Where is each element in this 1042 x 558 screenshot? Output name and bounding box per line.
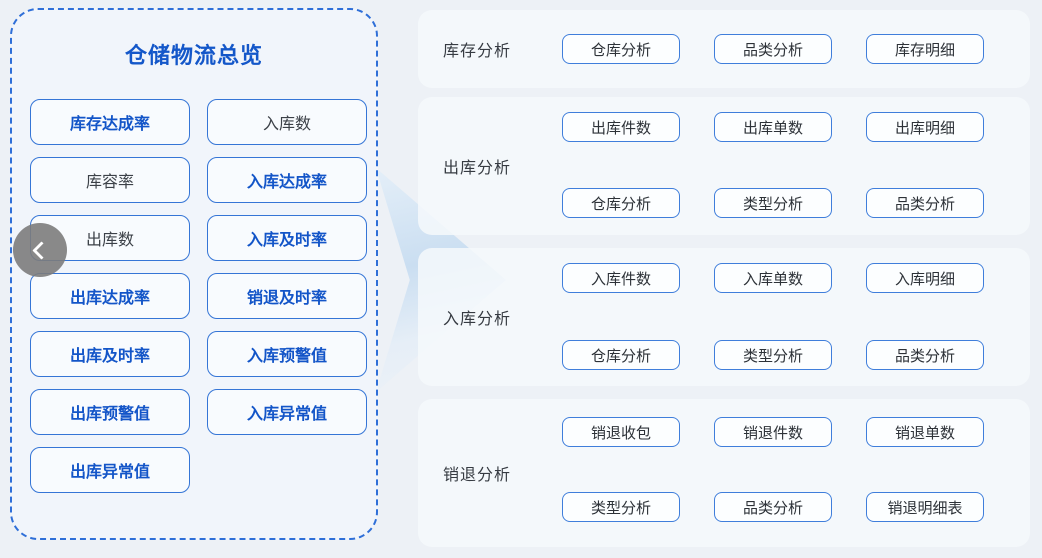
analysis-chip[interactable]: 入库明细 [866,263,984,293]
analysis-chip[interactable]: 销退收包 [562,417,680,447]
analysis-chip[interactable]: 类型分析 [562,492,680,522]
metric-chip[interactable]: 库容率 [30,157,190,203]
section-label: 库存分析 [443,43,512,60]
metric-chip[interactable]: 入库达成率 [207,157,367,203]
analysis-chip[interactable]: 类型分析 [714,340,832,370]
chevron-left-icon [31,240,51,260]
metric-chip[interactable]: 入库异常值 [207,389,367,435]
analysis-button-row: 仓库分析 类型分析 品类分析 [562,340,984,370]
overview-panel: 仓储物流总览 库存达成率 库容率 出库数 出库达成率 出库及时率 出库预警值 出… [10,8,378,540]
analysis-button-row: 仓库分析 类型分析 品类分析 [562,188,984,218]
metric-chip[interactable]: 入库及时率 [207,215,367,261]
analysis-chip[interactable]: 仓库分析 [562,34,680,64]
back-button[interactable] [13,223,67,277]
metric-chip[interactable]: 入库预警值 [207,331,367,377]
metric-column-left: 库存达成率 库容率 出库数 出库达成率 出库及时率 出库预警值 出库异常值 [30,99,190,493]
section-inbound-analysis: 入库分析 入库件数 入库单数 入库明细 仓库分析 类型分析 品类分析 [418,248,1030,386]
analysis-chip[interactable]: 品类分析 [714,34,832,64]
analysis-chip[interactable]: 销退明细表 [866,492,984,522]
analysis-chip[interactable]: 仓库分析 [562,188,680,218]
analysis-chip[interactable]: 入库单数 [714,263,832,293]
metric-chip[interactable]: 入库数 [207,99,367,145]
analysis-chip[interactable]: 出库件数 [562,112,680,142]
analysis-chip[interactable]: 品类分析 [714,492,832,522]
metric-chip[interactable]: 出库达成率 [30,273,190,319]
metric-chip[interactable]: 出库异常值 [30,447,190,493]
metric-chip[interactable]: 出库及时率 [30,331,190,377]
analysis-chip[interactable]: 类型分析 [714,188,832,218]
analysis-chip[interactable]: 出库明细 [866,112,984,142]
analysis-button-row: 销退收包 销退件数 销退单数 [562,417,984,447]
analysis-chip[interactable]: 销退单数 [866,417,984,447]
analysis-chip[interactable]: 仓库分析 [562,340,680,370]
analysis-button-row: 出库件数 出库单数 出库明细 [562,112,984,142]
section-label: 销退分析 [443,467,512,484]
metric-chip[interactable]: 销退及时率 [207,273,367,319]
analysis-chip[interactable]: 品类分析 [866,340,984,370]
analysis-chip[interactable]: 销退件数 [714,417,832,447]
analysis-button-row: 入库件数 入库单数 入库明细 [562,263,984,293]
section-inventory-analysis: 库存分析 仓库分析 品类分析 库存明细 [418,10,1030,88]
metric-chip[interactable]: 库存达成率 [30,99,190,145]
analysis-button-row: 仓库分析 品类分析 库存明细 [562,34,984,64]
panel-title: 仓储物流总览 [124,43,263,68]
analysis-chip[interactable]: 品类分析 [866,188,984,218]
section-outbound-analysis: 出库分析 出库件数 出库单数 出库明细 仓库分析 类型分析 品类分析 [418,97,1030,235]
analysis-chip[interactable]: 出库单数 [714,112,832,142]
metric-chip[interactable]: 出库预警值 [30,389,190,435]
analysis-button-row: 类型分析 品类分析 销退明细表 [562,492,984,522]
section-sales-return-analysis: 销退分析 销退收包 销退件数 销退单数 类型分析 品类分析 销退明细表 [418,399,1030,547]
analysis-chip[interactable]: 库存明细 [866,34,984,64]
section-label: 出库分析 [443,160,512,177]
analysis-chip[interactable]: 入库件数 [562,263,680,293]
metric-column-right: 入库数 入库达成率 入库及时率 销退及时率 入库预警值 入库异常值 [207,99,367,435]
section-label: 入库分析 [443,311,512,328]
